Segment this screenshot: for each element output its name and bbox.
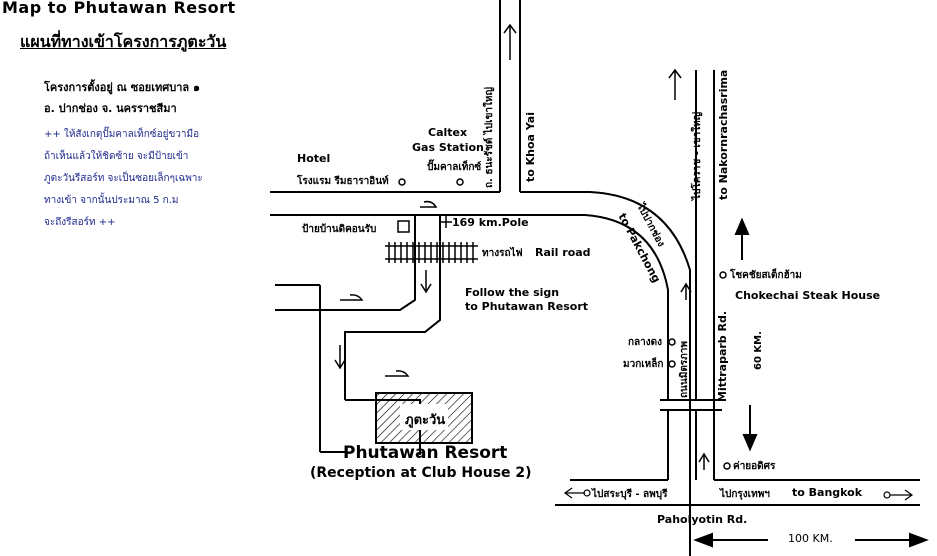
muak-lek-marker [668, 360, 676, 368]
directions-line: ภูตะวันรีสอร์ท จะเป็นซอยเล็กๆเฉพาะ [44, 173, 203, 184]
sign-marker [397, 220, 410, 233]
steak-house-marker [719, 271, 727, 279]
korat-label: to Nakornrachasrima [717, 69, 730, 200]
soi-road-a [414, 215, 441, 265]
caltex-marker [456, 178, 464, 186]
camp-marker [723, 462, 731, 470]
address-line-2: อ. ปากช่อง จ. นครราชสีมา [44, 102, 177, 115]
resort-block-label: ภูตะวัน [405, 413, 446, 428]
hotel-marker [398, 178, 406, 186]
rail-label: Rail road [535, 246, 591, 259]
soi-road-c [344, 265, 441, 400]
map-title-thai: แผนที่ทางเข้าโครงการภูตะวัน [20, 32, 227, 51]
arrow-branch-1 [420, 200, 438, 208]
korat-label-thai: ไปโคราช - เขาใหญ่ [692, 111, 703, 200]
steak-house-label: Chokechai Steak House [735, 289, 881, 302]
resort-name: Phutawan Resort [343, 443, 508, 463]
highway-crossing [660, 399, 722, 411]
sign-label-thai: ป้ายบ้านดิคอนรับ [302, 224, 377, 235]
caltex-label: Caltex [428, 126, 468, 139]
arrow-branch-3 [340, 294, 364, 301]
hotel-label: Hotel [297, 152, 331, 165]
caltex-label-thai: ปั๊มคาลเท็กซ์ [427, 162, 482, 173]
klangdong-label: กลางดง [628, 337, 663, 348]
hotel-label-thai: โรงแรม รีมธาราอินท์ [297, 176, 389, 187]
distance-100km-label: 100 KM. [788, 532, 833, 545]
arrow-korat-up [668, 68, 682, 100]
arrow-60km-up-head [734, 217, 750, 235]
directions-line: ทางเข้า จากนั้นประมาณ 5 ก.ม [44, 195, 179, 206]
arrow-branch-5 [385, 370, 410, 377]
directions-line: ถ้าเห็นแล้วให้ชิดซ้าย จะมีป้ายเข้า [44, 151, 189, 162]
mittraparb-label-thai: ถนนมิตรภาพ [679, 341, 690, 398]
arrow-from-bangkok-up [698, 452, 710, 470]
directions-line: จะถึงรีสอร์ท ++ [44, 217, 116, 228]
bangkok-label-thai: ไปกรุงเทพฯ [720, 489, 770, 500]
directions-note: ++ ให้สังเกตุปั๊มคาลเท็กซ์อยู่ขวามือ ถ้า… [44, 124, 203, 234]
mittraparb-label: Mittraparb Rd. [716, 310, 729, 402]
caltex-station-label: Gas Station [412, 141, 484, 154]
arrow-branch-4 [334, 345, 346, 370]
khao-yai-road-label-thai: ถ. ธนะรัชต์ ไปเขาใหญ่ [484, 86, 495, 188]
follow-sign-label-1: Follow the sign [465, 286, 560, 299]
klangdong-marker [668, 338, 676, 346]
arrow-60km-down-head [742, 434, 758, 452]
follow-sign-label-2: to Phutawan Resort [465, 300, 589, 313]
arrow-saraburi [563, 487, 591, 499]
resort-reception-note: (Reception at Club House 2) [310, 465, 532, 481]
map-title: Map to Phutawan Resort [2, 0, 236, 17]
muak-lek-label: มวกเหล็ก [623, 359, 664, 370]
distance-60km-label: 60 KM. [753, 331, 764, 370]
address-line-1: โครงการตั้งอยู่ ณ ซอยเทศบาล ๑ [44, 81, 200, 94]
khao-yai-road-label: to Khoa Yai [524, 112, 537, 182]
arrow-pakchong-curve [680, 282, 692, 300]
bangkok-label: to Bangkok [792, 486, 863, 499]
camp-label: ค่ายอดิศร [733, 461, 776, 472]
pakchong-road-bottom-edge [270, 214, 669, 480]
km-pole-label: 169 km.Pole [452, 216, 529, 229]
arrow-100km-left-head [693, 532, 713, 548]
paholyotin-road-label: Paholyotin Rd. [657, 513, 748, 526]
soi-road-b [275, 265, 416, 311]
saraburi-label: ไปสระบุรี - ลพบุรี [592, 489, 668, 500]
directions-line: ++ ให้สังเกตุปั๊มคาลเท็กซ์อยู่ขวามือ [44, 129, 200, 140]
steak-house-label-thai: โชคชัยสเต็กฮ้าม [730, 270, 802, 281]
km-pole-marker [440, 216, 452, 228]
arrow-branch-2 [420, 270, 432, 294]
arrow-100km-right-head [909, 532, 929, 548]
rail-label-thai: ทางรถไฟ [482, 248, 523, 259]
railroad [385, 242, 478, 263]
arrow-khao-yai-up [503, 23, 517, 60]
arrow-bangkok [883, 489, 914, 501]
pakchong-road-top-edge [270, 191, 691, 556]
